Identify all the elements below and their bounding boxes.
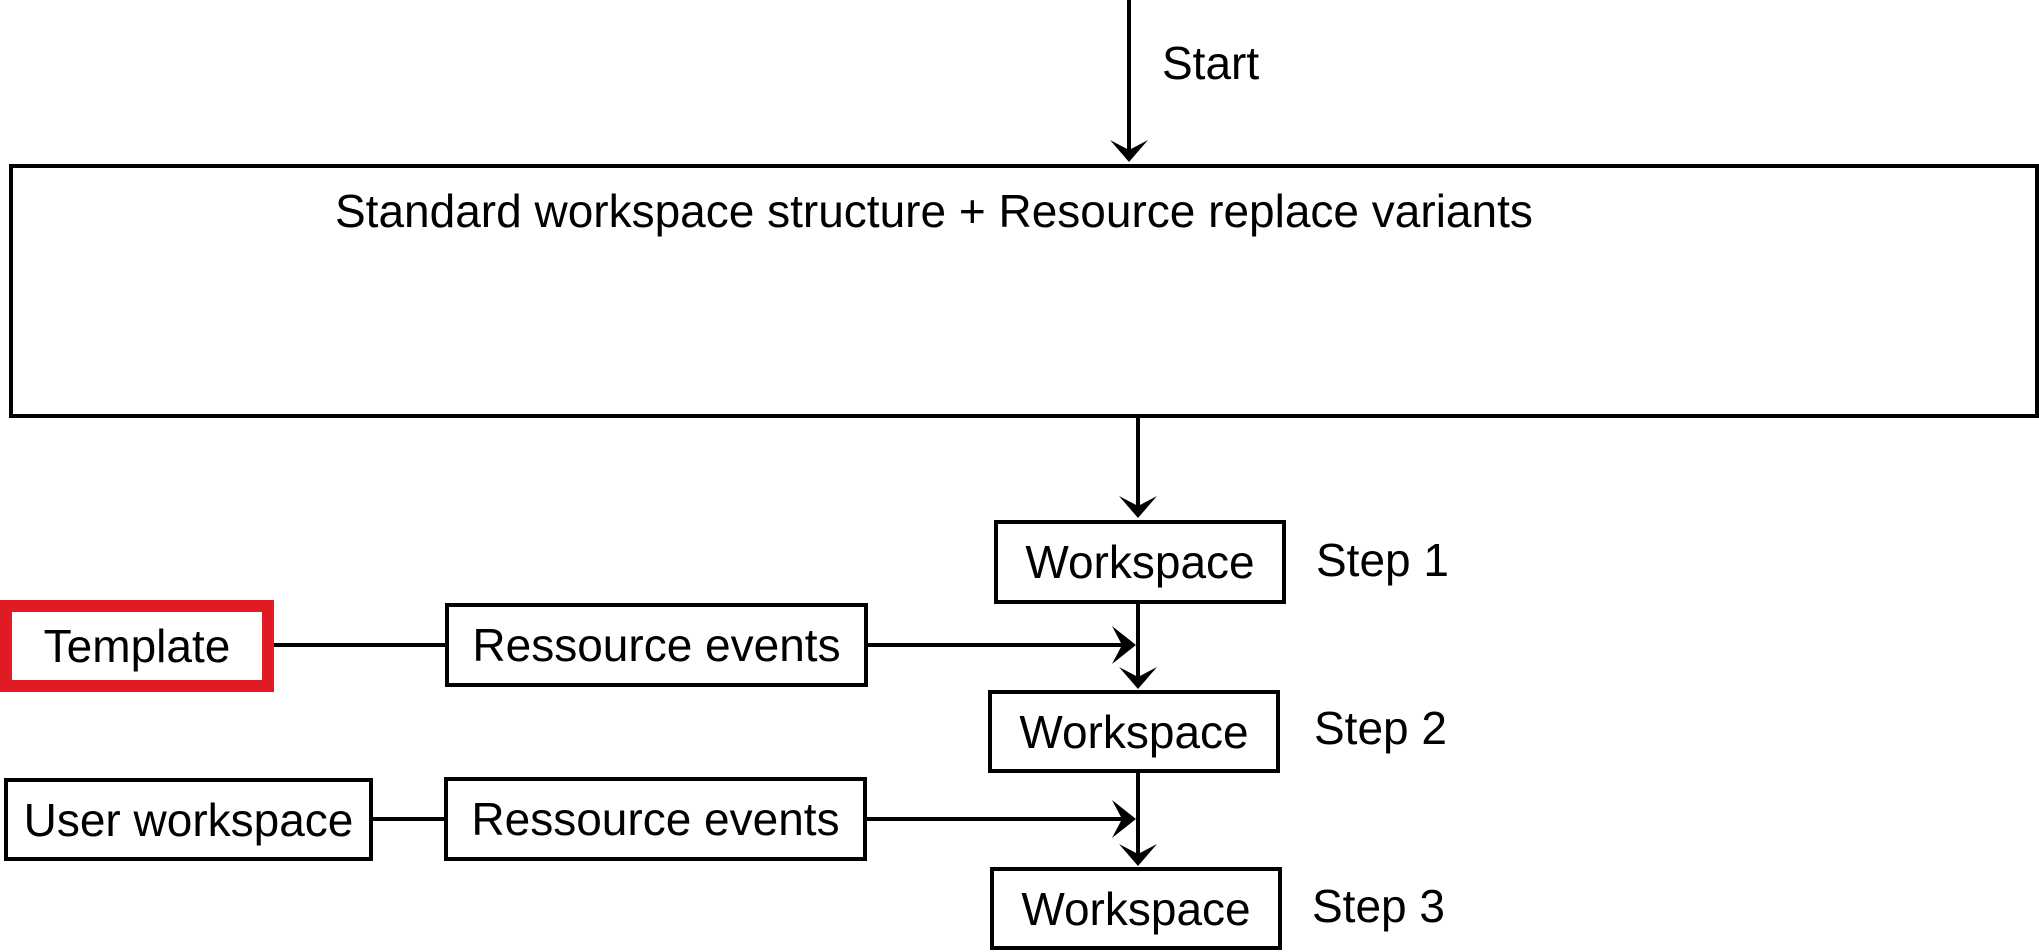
user-workspace-box: User workspace	[4, 778, 373, 861]
workspace-step2-box: Workspace	[988, 690, 1280, 773]
resource-events-label-2: Ressource events	[471, 793, 840, 845]
step1-label: Step 1	[1316, 534, 1449, 586]
workspace-structure-title: Standard workspace structure + Resource …	[335, 185, 1533, 237]
template-label: Template	[43, 620, 231, 672]
workspace-step1-label: Workspace	[1025, 536, 1255, 588]
main-to-step1-arrowhead	[1119, 496, 1157, 518]
step2-to-step3-arrowhead	[1119, 844, 1157, 866]
events2-arrowhead	[1112, 800, 1136, 838]
step1-to-step2-arrowhead	[1119, 667, 1157, 689]
start-arrowhead	[1110, 140, 1148, 162]
step3-label: Step 3	[1312, 880, 1445, 932]
workspace-step3-label: Workspace	[1021, 882, 1251, 935]
resource-events-box-2: Ressource events	[444, 777, 867, 861]
template-box: Template	[0, 600, 274, 692]
start-label: Start	[1162, 37, 1260, 89]
workspace-structure-box: Standard workspace structure + Resource …	[9, 164, 2039, 418]
resource-events-box-1: Ressource events	[445, 603, 868, 687]
events1-arrowhead	[1112, 626, 1136, 664]
workspace-step1-box: Workspace	[994, 520, 1286, 604]
resource-events-label-1: Ressource events	[472, 619, 841, 671]
user-workspace-label: User workspace	[23, 793, 354, 846]
workspace-step3-box: Workspace	[990, 867, 1282, 950]
workspace-step2-label: Workspace	[1019, 705, 1249, 758]
step2-label: Step 2	[1314, 702, 1447, 754]
